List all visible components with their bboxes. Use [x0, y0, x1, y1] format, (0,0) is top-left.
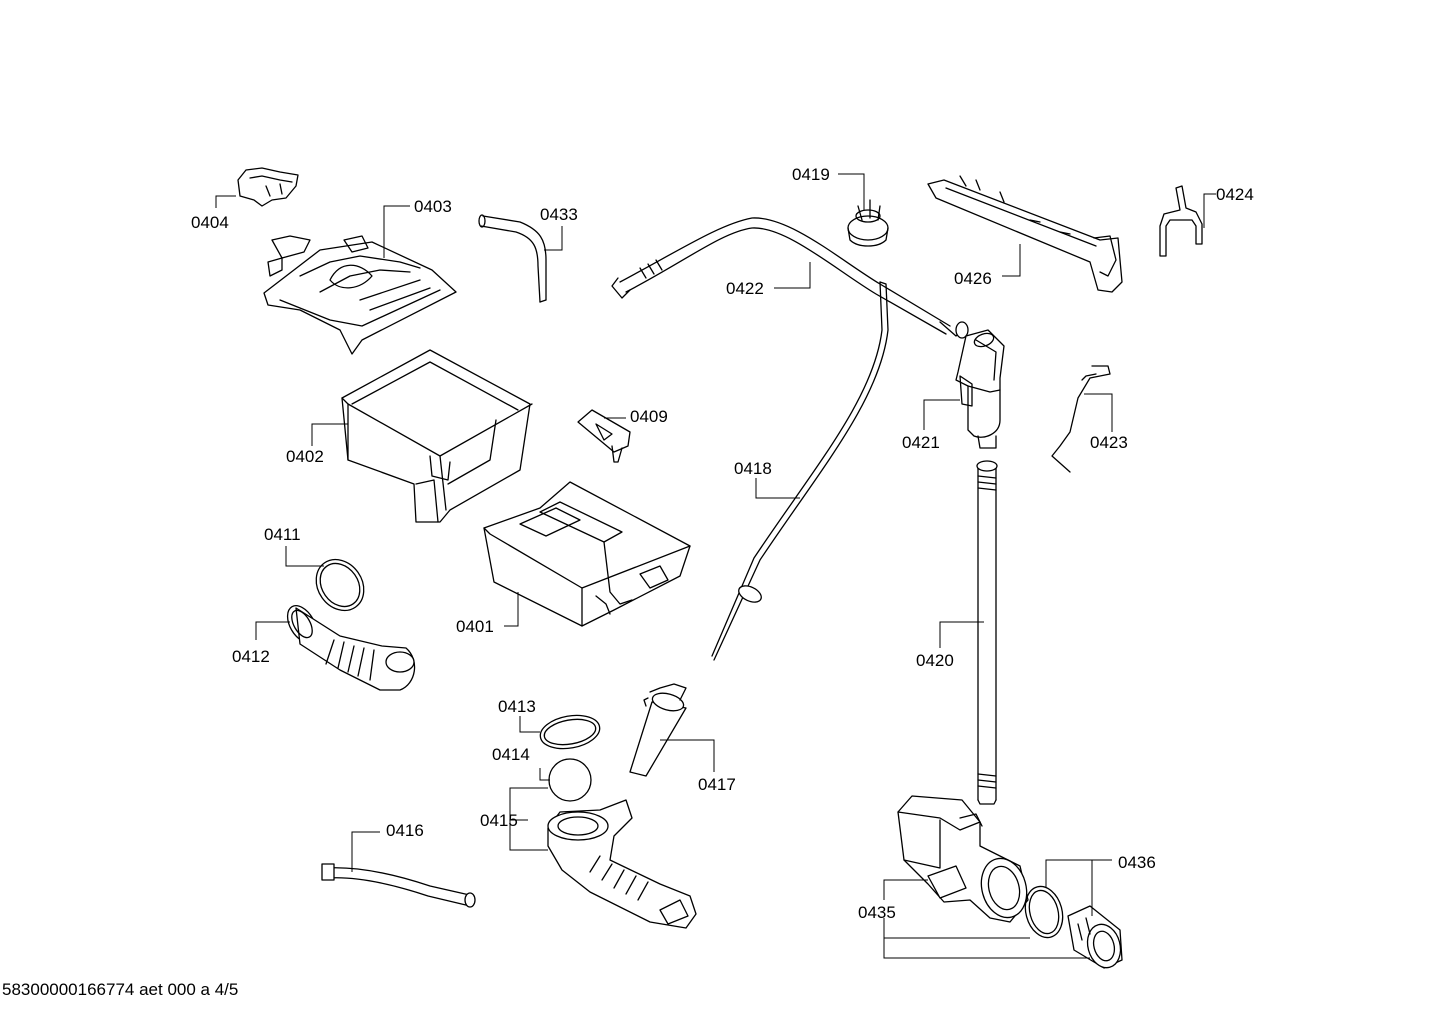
- label-0419: 0419: [792, 165, 830, 184]
- part-0419-drawing: [847, 199, 889, 247]
- part-0414-drawing: [548, 758, 592, 802]
- part-0403-drawing: [263, 235, 457, 355]
- part-0417-drawing: [629, 683, 687, 777]
- part-0415-drawing: [547, 799, 697, 929]
- label-0416: 0416: [386, 821, 424, 840]
- part-0424-drawing: [1159, 185, 1203, 257]
- part-0420-drawing: [976, 460, 998, 805]
- label-0404: 0404: [191, 213, 229, 232]
- label-0433: 0433: [540, 205, 578, 224]
- drawing-number-footer: 58300000166774 aet 000 a 4/5: [2, 980, 239, 999]
- label-0415: 0415: [480, 811, 518, 830]
- part-0412-drawing: [286, 605, 416, 691]
- label-0418: 0418: [734, 459, 772, 478]
- label-0421: 0421: [902, 433, 940, 452]
- part-0426-drawing: [927, 175, 1123, 293]
- label-0413: 0413: [498, 697, 536, 716]
- part-0416-drawing: [321, 863, 476, 908]
- part-0421-drawing: [955, 329, 1005, 449]
- part-0436-drawing: [1024, 885, 1123, 969]
- part-0413-drawing: [539, 714, 601, 750]
- part-0435-drawing: [897, 795, 1029, 923]
- label-0402: 0402: [286, 447, 324, 466]
- part-0422-drawing: [611, 217, 969, 339]
- label-0412: 0412: [232, 647, 270, 666]
- part-0401-drawing: [483, 481, 691, 627]
- label-0436: 0436: [1118, 853, 1156, 872]
- label-0414: 0414: [492, 745, 530, 764]
- label-0422: 0422: [726, 279, 764, 298]
- part-0433-drawing: [478, 214, 547, 303]
- label-0409: 0409: [630, 407, 668, 426]
- part-labels: 0404 0403 0433 0402 0409 0411 0412 0401 …: [191, 165, 1254, 922]
- label-0426: 0426: [954, 269, 992, 288]
- label-0401: 0401: [456, 617, 494, 636]
- label-0424: 0424: [1216, 185, 1254, 204]
- part-0404-drawing: [237, 167, 299, 207]
- part-0409-drawing: [577, 409, 631, 463]
- label-0435: 0435: [858, 903, 896, 922]
- label-0420: 0420: [916, 651, 954, 670]
- leader-lines: [215, 173, 1216, 959]
- label-0403: 0403: [414, 197, 452, 216]
- label-0411: 0411: [264, 525, 301, 544]
- part-0402-drawing: [341, 349, 533, 523]
- label-0417: 0417: [698, 775, 736, 794]
- part-0418-drawing: [711, 281, 889, 661]
- label-0423: 0423: [1090, 433, 1128, 452]
- part-0411-drawing: [315, 558, 365, 612]
- part-0423-drawing: [1051, 365, 1111, 473]
